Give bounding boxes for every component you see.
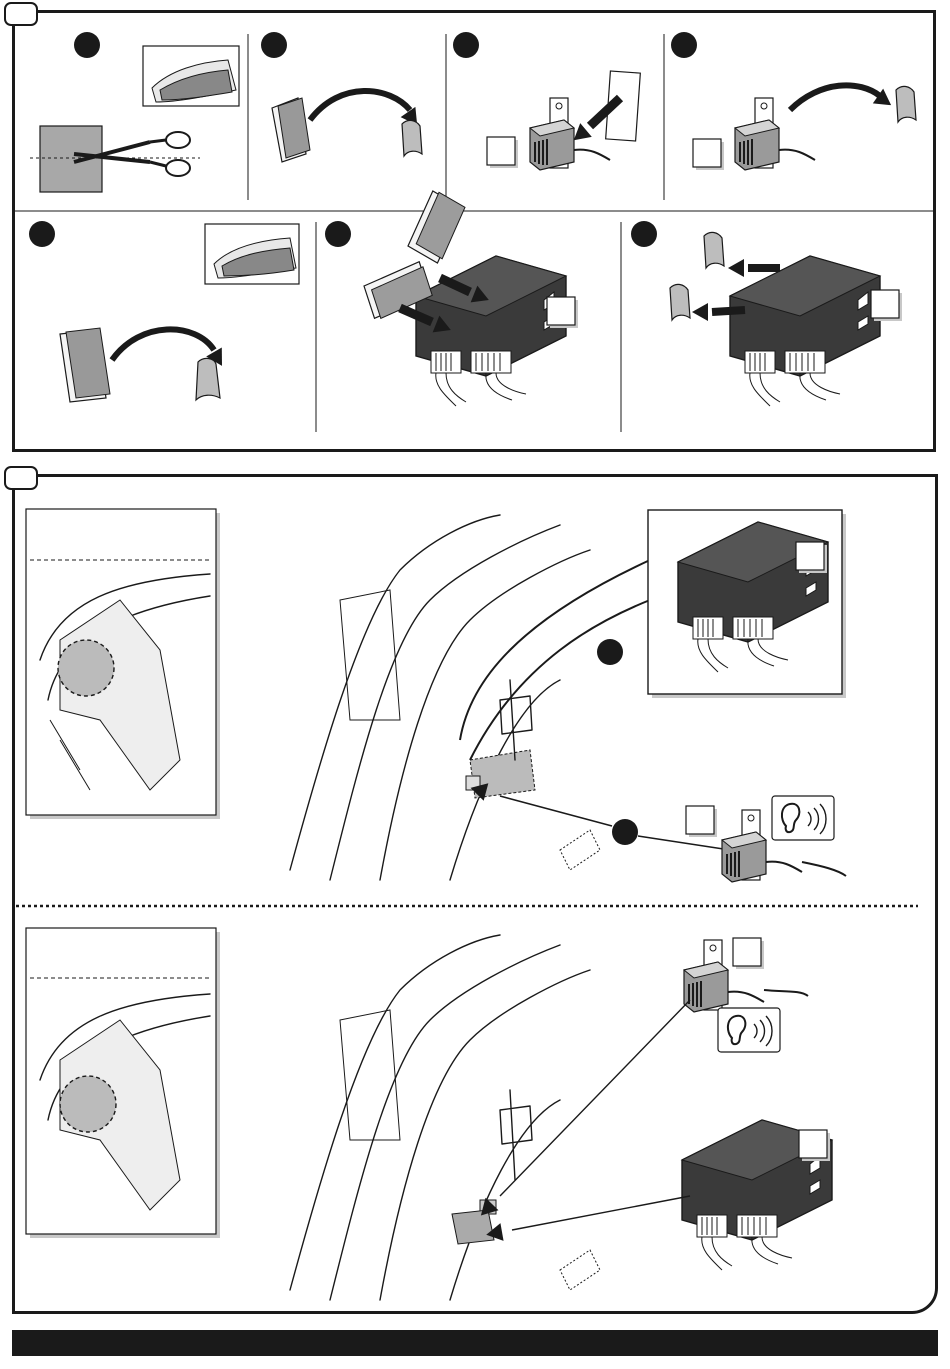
step-4-remove-liner	[671, 32, 916, 170]
label-box-icon	[733, 938, 764, 969]
label-box-icon	[799, 1130, 830, 1161]
label-box-icon	[871, 290, 902, 321]
curved-arrow-icon	[310, 91, 410, 120]
step-dot-icon	[597, 639, 623, 665]
step-6-apply-module	[325, 189, 578, 406]
step-dot-icon	[671, 32, 697, 58]
ear-sound-icon	[718, 1008, 780, 1052]
adhesive-pad-icon	[205, 224, 299, 284]
label-box-icon	[693, 139, 724, 170]
step-5-peel	[29, 221, 299, 402]
label-box-icon	[487, 137, 518, 168]
step-dot-icon	[631, 221, 657, 247]
location-circle	[60, 1076, 116, 1132]
step-dot-icon	[453, 32, 479, 58]
label-box-icon	[686, 806, 717, 837]
step-7-remove-liner	[631, 221, 902, 406]
peeled-liner	[896, 86, 916, 122]
curved-arrow-icon	[790, 85, 880, 110]
location-circle	[58, 640, 114, 696]
siren-icon	[735, 98, 815, 170]
variant-lower	[26, 928, 832, 1300]
control-module-icon	[730, 256, 880, 406]
step-dot-icon	[29, 221, 55, 247]
peeled-liner	[670, 284, 690, 320]
curved-arrow-icon	[112, 329, 214, 360]
adhesive-pad-icon	[143, 46, 239, 106]
siren-icon	[530, 98, 610, 170]
step-dot-icon	[261, 32, 287, 58]
label-box-icon	[547, 297, 578, 328]
label-box-icon	[796, 542, 827, 573]
peeled-liner	[704, 232, 724, 268]
step-dot-icon	[612, 819, 638, 845]
peeled-liner	[402, 120, 422, 156]
ear-sound-icon	[772, 796, 834, 840]
variant-upper	[26, 509, 846, 882]
step-dot-icon	[325, 221, 351, 247]
step-2-peel	[261, 32, 425, 162]
step-3-apply-siren	[453, 32, 640, 170]
step-dot-icon	[74, 32, 100, 58]
step-1-cut	[30, 32, 239, 192]
